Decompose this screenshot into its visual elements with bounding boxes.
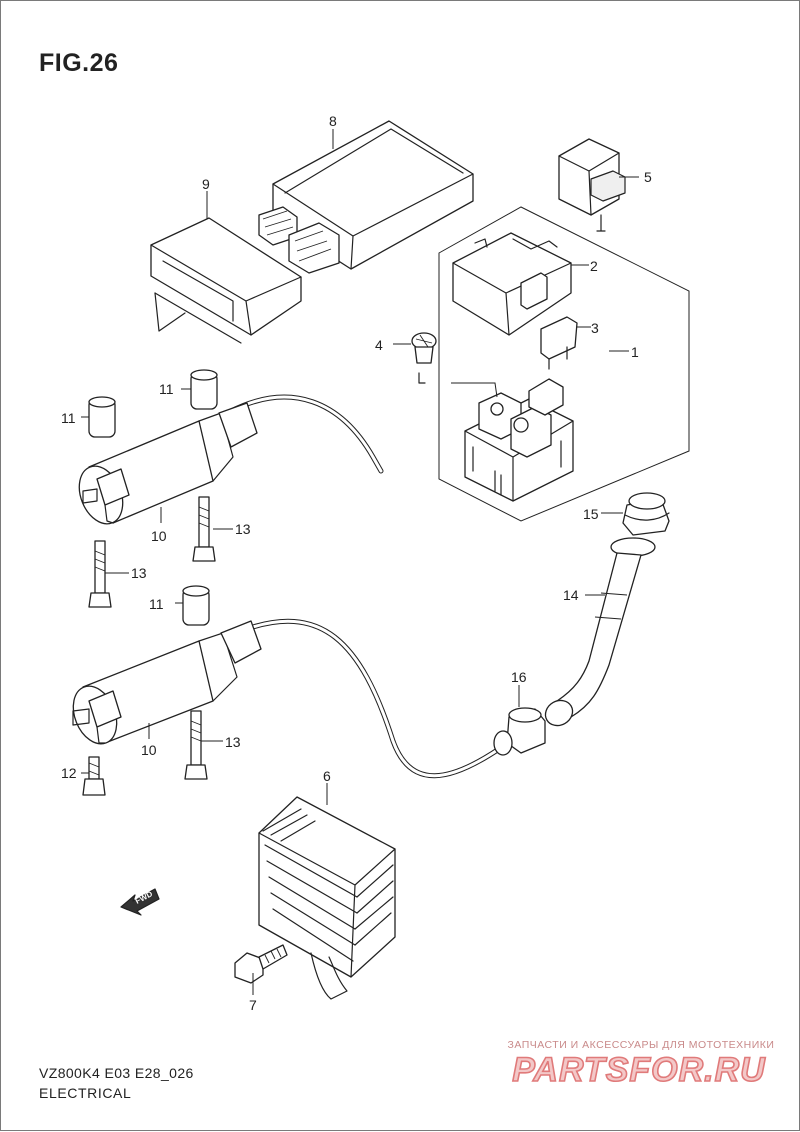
callout-9: 9 [202, 176, 210, 192]
callout-10-a: 10 [151, 528, 167, 544]
part-10-ignition-coil-upper[interactable] [71, 394, 384, 530]
part-11-cap-b[interactable] [88, 396, 116, 438]
part-10-ignition-coil-lower[interactable] [65, 618, 502, 779]
part-4-bolt[interactable] [411, 332, 437, 384]
callout-14: 14 [563, 587, 579, 603]
part-1-assembly-frame [438, 206, 690, 522]
watermark-tagline: ЗАПЧАСТИ И АКСЕССУАРЫ ДЛЯ МОТОТЕХНИКИ [507, 1039, 775, 1051]
callout-6: 6 [323, 768, 331, 784]
part-5-turn-signal-relay[interactable] [558, 138, 626, 232]
part-16-joint[interactable] [493, 707, 546, 756]
callout-11-b: 11 [61, 410, 76, 426]
part-12-bolt[interactable] [82, 756, 106, 796]
part-2-relay-cap[interactable] [452, 232, 572, 336]
callout-7: 7 [249, 997, 257, 1013]
fwd-arrow-icon: FWD [120, 888, 160, 916]
callout-10-b: 10 [141, 742, 157, 758]
callout-13-c: 13 [225, 734, 241, 750]
callout-13-b: 13 [131, 565, 147, 581]
callout-11-a: 11 [159, 381, 174, 397]
callout-13-a: 13 [235, 521, 251, 537]
part-15-grommet[interactable] [622, 492, 670, 536]
part-11-cap-c[interactable] [182, 585, 210, 626]
part-13-bolt-c[interactable] [184, 710, 208, 780]
callout-16: 16 [511, 669, 527, 685]
callout-11-c: 11 [149, 596, 164, 612]
callout-15: 15 [583, 506, 599, 522]
part-14-tube[interactable] [541, 537, 656, 730]
part-1-starter-relay-body[interactable] [451, 378, 574, 502]
part-6-regulator-rectifier[interactable] [258, 796, 396, 1000]
callout-3: 3 [591, 320, 599, 336]
part-13-bolt-b[interactable] [88, 540, 112, 608]
figure-title: FIG.26 [39, 49, 119, 77]
section-label: ELECTRICAL [39, 1085, 132, 1101]
callout-1: 1 [631, 344, 639, 360]
leader-lines [81, 129, 639, 995]
callout-2: 2 [590, 258, 598, 274]
callout-5: 5 [644, 169, 652, 185]
watermark-logo: PARTSFOR.RU [511, 1050, 766, 1090]
model-code: VZ800K4 E03 E28_026 [39, 1065, 194, 1081]
callout-8: 8 [329, 113, 337, 129]
part-8-cdi-unit[interactable] [258, 120, 474, 274]
callout-4: 4 [375, 337, 383, 353]
part-13-bolt-a[interactable] [192, 496, 216, 562]
part-9-cover[interactable] [150, 217, 302, 344]
part-3-fuse[interactable] [540, 316, 578, 370]
part-7-bolt[interactable] [234, 944, 288, 984]
part-11-cap-a[interactable] [190, 369, 218, 410]
callout-12: 12 [61, 765, 77, 781]
